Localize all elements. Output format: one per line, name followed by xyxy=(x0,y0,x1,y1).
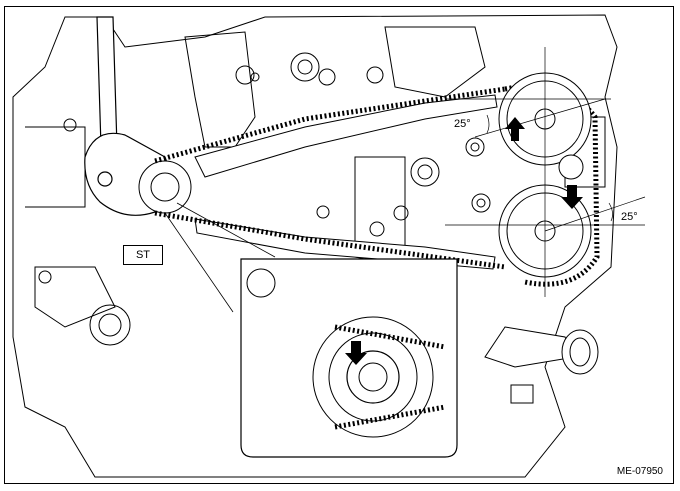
exhaust-angle-label: 25° xyxy=(621,211,638,223)
engine-timing-drawing xyxy=(12,14,646,478)
chain-guide-upper xyxy=(194,94,498,178)
chain-guide-lower xyxy=(194,218,496,270)
special-tool-label: ST xyxy=(123,245,163,265)
arrow-down-icon xyxy=(561,185,583,209)
figure-id: ME-07950 xyxy=(616,466,663,477)
diagram-frame: ST 25° 25° ME-07950 xyxy=(4,6,674,484)
arrow-down-icon xyxy=(345,341,367,365)
intake-angle-label: 25° xyxy=(454,118,471,130)
detail-inset xyxy=(240,258,458,458)
arrow-up-icon xyxy=(505,117,525,141)
